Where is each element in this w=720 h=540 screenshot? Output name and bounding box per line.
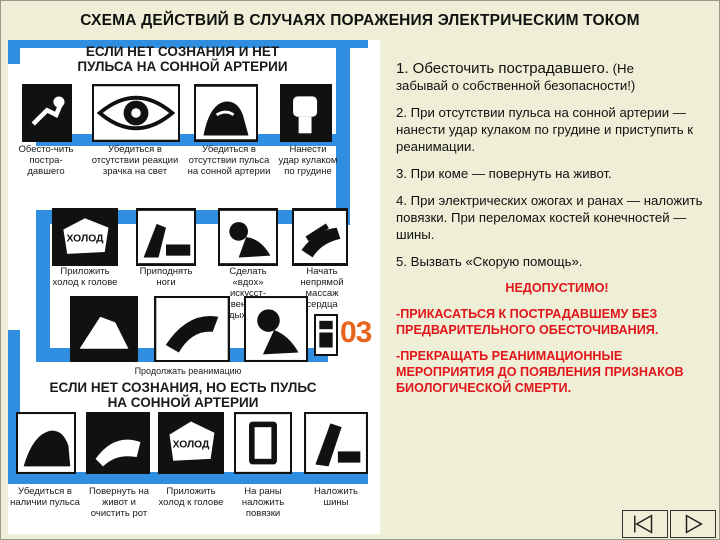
splint-leg-icon <box>304 412 368 474</box>
raise-legs-icon <box>136 208 196 266</box>
first-aid-poster: ЕСЛИ НЕТ СОЗНАНИЯ И НЕТ ПУЛЬСА НА СОННОЙ… <box>8 40 380 534</box>
breathing-head-icon <box>244 296 308 362</box>
caption-pupil: Убедиться в отсутствии реакции зрачка на… <box>91 144 179 177</box>
blue-band-left-vertical <box>36 210 50 360</box>
phone-icon <box>314 314 338 356</box>
disconnect-plug-icon <box>22 84 72 142</box>
cold-label: ХОЛОД <box>67 234 105 245</box>
caption-check-pulse: Убедиться в наличии пульса <box>10 486 80 508</box>
cold-compress-icon-2: ХОЛОД <box>158 412 224 474</box>
knee-support-icon <box>70 296 138 362</box>
check-pulse-hand-icon <box>16 412 76 474</box>
caption-legs: Приподнять ноги <box>139 266 193 288</box>
rescue-breath-icon <box>218 208 278 266</box>
pulse-check-icon <box>194 84 258 142</box>
chest-compression-icon <box>292 208 348 266</box>
caption-disconnect: Обесто-чить постра-давшего <box>18 144 74 177</box>
caption-cold-2: Приложить холод к голове <box>158 486 224 508</box>
warning-2: -ПРЕКРАЩАТЬ РЕАНИМАЦИОННЫЕ МЕРОПРИЯТИЯ Д… <box>396 349 684 395</box>
blue-band-left-top <box>8 40 20 64</box>
caption-bandage: На раны наложить повязки <box>241 486 285 519</box>
caption-turn-stomach: Повернуть на живот и очистить рот <box>88 486 150 519</box>
step-1: 1. Обесточить пострадавшего. (Не забывай… <box>396 60 718 94</box>
caption-splint: Наложить шины <box>314 486 358 508</box>
bandage-roll-icon <box>234 412 292 474</box>
warning-title: НЕДОПУСТИМО! <box>505 281 609 295</box>
caption-compression: Начать непрямой массаж сердца <box>300 266 344 310</box>
prev-slide-button[interactable] <box>622 510 668 538</box>
slide-title: СХЕМА ДЕЙСТВИЙ В СЛУЧАЯХ ПОРАЖЕНИЯ ЭЛЕКТ… <box>80 12 640 29</box>
next-slide-button[interactable] <box>670 510 716 538</box>
step-1-main: 1. Обесточить пострадавшего. <box>396 60 609 77</box>
step-1-paren: (Не <box>612 61 634 76</box>
caption-fist: Нанести удар кулаком по грудине <box>278 144 338 177</box>
step-5: 5. Вызвать «Скорую помощь». <box>396 254 583 269</box>
eye-pupil-icon <box>92 84 180 142</box>
continue-caption: Продолжать реанимацию <box>134 366 242 376</box>
emergency-number: 03 <box>340 316 372 349</box>
warning-1: -ПРИКАСАТЬСЯ К ПОСТРАДАВШЕМУ БЕЗ ПРЕДВАР… <box>396 307 659 337</box>
blue-band-bottom-left <box>8 472 368 484</box>
caption-cold: Приложить холод к голове <box>52 266 118 288</box>
blue-band-right-vertical <box>336 40 350 225</box>
poster-heading-no-pulse: ЕСЛИ НЕТ СОЗНАНИЯ И НЕТ ПУЛЬСА НА СОННОЙ… <box>77 44 288 74</box>
step-1-sub: забывай о собственной безопасности!) <box>396 78 636 93</box>
step-2: 2. При отсутствии пульса на сонной артер… <box>396 105 694 154</box>
step-3: 3. При коме — повернуть на живот. <box>396 166 612 181</box>
fist-strike-icon <box>280 84 332 142</box>
hands-on-chest-icon <box>154 296 230 362</box>
caption-pulse: Убедиться в отсутствии пульса на сонной … <box>187 144 271 177</box>
blue-band-top <box>8 40 368 48</box>
cold-label-2: ХОЛОД <box>173 440 210 451</box>
poster-heading-has-pulse: ЕСЛИ НЕТ СОЗНАНИЯ, НО ЕСТЬ ПУЛЬС НА СОНН… <box>49 380 317 410</box>
forward-triangle-icon <box>685 514 703 534</box>
instructions-column: 1. Обесточить пострадавшего. (Не забывай… <box>396 60 718 406</box>
step-4: 4. При электрических ожогах и ранах — на… <box>396 193 703 242</box>
back-triangle-icon <box>634 514 653 534</box>
turn-on-stomach-icon <box>86 412 150 474</box>
cold-compress-icon: ХОЛОД <box>52 208 118 266</box>
